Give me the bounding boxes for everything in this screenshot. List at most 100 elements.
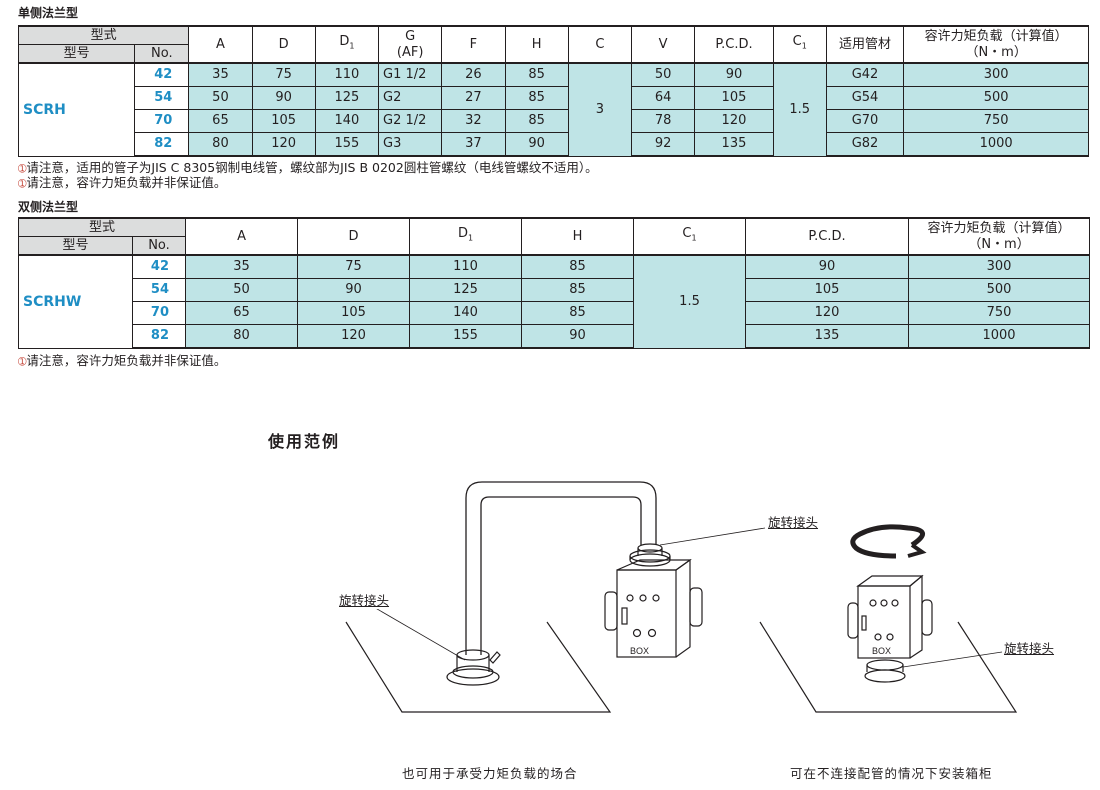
cell-pcd: 90 (694, 62, 774, 87)
cell-pipe: G42 (825, 62, 905, 87)
cell-g: G1 1/2 (378, 62, 443, 87)
header-torque-label: 容许力矩负载（计算值） (927, 220, 1071, 236)
cell-pcd: 105 (694, 86, 774, 110)
header-model: 型号 (18, 236, 133, 256)
cell-a: 65 (188, 109, 253, 133)
cell-pcd: 105 (745, 278, 910, 302)
cell-v: 78 (630, 109, 696, 133)
cell-d: 90 (297, 278, 411, 302)
joint-left-flange (446, 668, 500, 686)
header-model: 型号 (17, 44, 136, 64)
cell-h: 85 (521, 278, 635, 302)
model-name: SCRHW (18, 254, 133, 349)
cell-f: 32 (441, 109, 506, 133)
header-type: 型式 (17, 217, 187, 237)
cell-a: 35 (185, 254, 299, 279)
callout-rotary-joint-mid: 旋转接头 (768, 512, 819, 531)
row-no: 82 (131, 324, 187, 349)
cell-f: 37 (441, 132, 506, 157)
usage-title: 使用范例 (268, 432, 341, 451)
cell-d: 120 (297, 324, 411, 349)
cell-v: 50 (630, 62, 696, 87)
cell-pipe: G70 (825, 109, 905, 133)
single-flange-table: 型式 A D D1 G (AF) F H C V P.C.D. C1 适用管材 … (17, 25, 1089, 157)
cell-torque: 1000 (903, 132, 1089, 157)
cell-torque: 500 (908, 278, 1091, 302)
cell-d1: 110 (314, 62, 380, 87)
box-label-mid: BOX (630, 646, 649, 656)
header-no: No. (131, 236, 187, 256)
header-pcd: P.C.D. (694, 25, 774, 64)
row-no: 54 (134, 86, 190, 110)
model-name: SCRH (17, 62, 136, 157)
cell-a: 80 (185, 324, 299, 349)
cell-d: 120 (251, 132, 316, 157)
cell-h: 85 (521, 301, 635, 325)
header-torque-unit: （N・m） (968, 236, 1030, 252)
cell-d: 75 (251, 62, 316, 87)
row-no: 70 (134, 109, 190, 133)
cell-d1: 155 (409, 324, 523, 349)
cell-d: 90 (251, 86, 316, 110)
cell-g: G2 1/2 (378, 109, 443, 133)
single-flange-title: 单侧法兰型 (18, 6, 79, 20)
header-c1: C1 (633, 217, 747, 256)
double-flange-table: 型式 A D D1 H C1 P.C.D. 容许力矩负载（计算值） （N・m） … (17, 217, 1091, 349)
header-g-af: (AF) (396, 44, 424, 60)
cell-torque: 1000 (908, 324, 1091, 349)
cell-d1: 140 (314, 109, 380, 133)
header-c: C (567, 25, 632, 64)
cell-d1: 110 (409, 254, 523, 279)
cell-c-merged: 3 (567, 62, 632, 157)
cell-torque: 500 (903, 86, 1089, 110)
header-h: H (504, 25, 569, 64)
cell-pipe: G82 (825, 132, 905, 157)
usage-illustration: BOX BOX (345, 481, 1018, 713)
caption-left: 也可用于承受力矩负载的场合 (402, 766, 578, 781)
double-note-1: ➀请注意，容许力矩负载并非保证值。 (18, 354, 226, 370)
header-torque-label: 容许力矩负载（计算值） (924, 28, 1068, 44)
joint-right-flange (864, 669, 906, 683)
header-pipe: 适用管材 (825, 25, 905, 64)
cell-d1: 140 (409, 301, 523, 325)
rotation-arrow-icon (850, 524, 925, 559)
cell-f: 27 (441, 86, 506, 110)
header-f: F (441, 25, 506, 64)
cell-pcd: 90 (745, 254, 910, 279)
cell-h: 85 (521, 254, 635, 279)
single-note-1: ➀请注意，适用的管子为JIS C 8305钢制电线管，螺纹部为JIS B 020… (18, 161, 598, 177)
cell-h: 85 (504, 86, 569, 110)
circled-exclamation-icon: ➀ (18, 164, 27, 175)
cell-d: 75 (297, 254, 411, 279)
cell-torque: 300 (908, 254, 1091, 279)
cell-g: G3 (378, 132, 443, 157)
header-g-label: G (405, 28, 416, 44)
cell-g: G2 (378, 86, 443, 110)
header-no: No. (134, 44, 190, 64)
cell-a: 80 (188, 132, 253, 157)
cell-d: 105 (251, 109, 316, 133)
cell-d1: 125 (409, 278, 523, 302)
cell-v: 64 (630, 86, 696, 110)
cell-h: 85 (504, 109, 569, 133)
cell-pcd: 135 (694, 132, 774, 157)
row-no: 42 (134, 62, 190, 87)
pipe-inner (480, 496, 642, 655)
header-d: D (297, 217, 411, 256)
cell-pcd: 135 (745, 324, 910, 349)
header-g: G (AF) (378, 25, 443, 64)
header-d1: D1 (409, 217, 523, 256)
cell-a: 50 (188, 86, 253, 110)
pipe-outer (465, 481, 657, 655)
row-no: 82 (134, 132, 190, 157)
callout-rotary-joint-right: 旋转接头 (1004, 638, 1055, 657)
double-flange-title: 双侧法兰型 (18, 200, 79, 214)
caption-right: 可在不连接配管的情况下安装箱柜 (790, 766, 993, 781)
floor-left (345, 621, 612, 713)
single-note-2: ➀请注意，容许力矩负载并非保证值。 (18, 176, 226, 192)
header-c1: C1 (772, 25, 827, 64)
cell-d: 105 (297, 301, 411, 325)
cell-c1-merged: 1.5 (772, 62, 827, 157)
cell-d1: 155 (314, 132, 380, 157)
header-a: A (185, 217, 299, 256)
